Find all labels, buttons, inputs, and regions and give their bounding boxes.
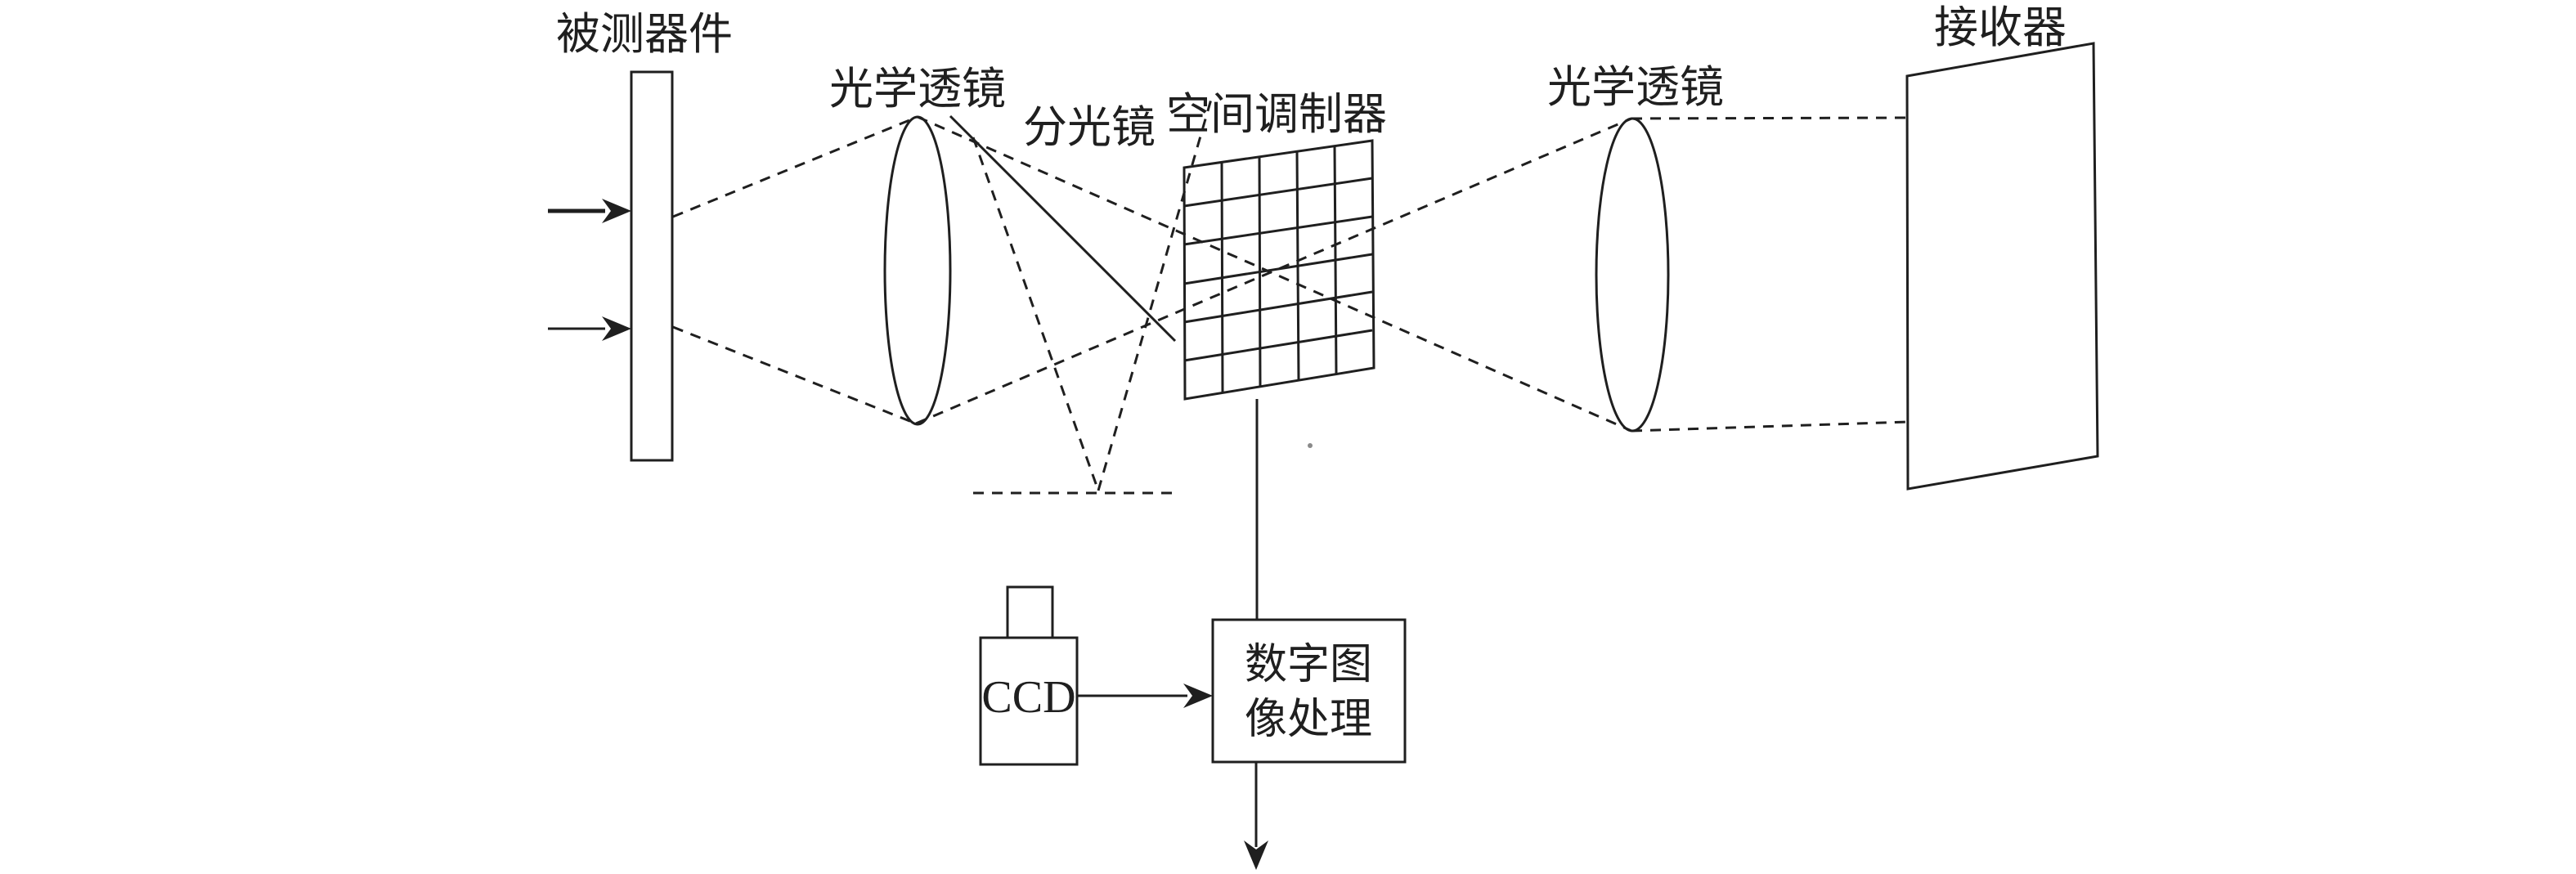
lens-left: 光学透镜 xyxy=(829,65,1006,426)
lens-left-ellipse xyxy=(883,115,952,426)
input-arrows xyxy=(548,199,631,341)
ray-device-to-lens1-bottom xyxy=(672,325,917,425)
receiver-screen xyxy=(1905,42,2099,491)
beam-splitter-line xyxy=(949,114,1177,343)
ccd-camera: CCD xyxy=(979,585,1079,766)
spatial-modulator-label: 空间调制器 xyxy=(1166,90,1387,139)
lens-left-label: 光学透镜 xyxy=(829,65,1006,114)
ray-device-to-lens1-top xyxy=(672,115,918,218)
receiver: 接收器 xyxy=(1905,3,2099,491)
spatial-modulator: 空间调制器 xyxy=(1166,90,1387,401)
ccd-camera-body xyxy=(979,636,1079,766)
processor-output-arrow xyxy=(1244,762,1268,870)
spatial-modulator-grid-rows xyxy=(1183,177,1373,362)
ccd-arrow-head-icon xyxy=(1183,684,1213,708)
receiver-label: 接收器 xyxy=(1934,3,2067,52)
beam-splitter-label: 分光镜 xyxy=(1023,103,1156,152)
ray-lens2-to-receiver-bottom xyxy=(1631,420,1908,433)
ray-lens1bottom-to-lens2top xyxy=(915,117,1632,425)
lens-right: 光学透镜 xyxy=(1547,63,1724,433)
image-processing-label-line1: 数字图 xyxy=(1245,642,1372,688)
ray-lens1top-to-lens2bottom xyxy=(917,115,1632,433)
light-rays xyxy=(672,96,1908,495)
artifact-dot xyxy=(1308,443,1313,448)
image-processing-label-line2: 像处理 xyxy=(1245,697,1372,743)
device-under-test-label: 被测器件 xyxy=(556,10,733,59)
ray-reflected-left xyxy=(972,137,1100,491)
image-processing-box: 数字图 像处理 xyxy=(1211,618,1407,764)
beam-splitter: 分光镜 xyxy=(949,103,1177,343)
ccd-camera-top xyxy=(1006,585,1054,639)
input-arrow-top-head-icon xyxy=(602,199,631,223)
ccd-label: CCD xyxy=(981,672,1075,723)
output-arrow-head-icon xyxy=(1244,840,1268,870)
image-processing-rect xyxy=(1211,618,1407,764)
device-under-test-slab xyxy=(630,70,674,462)
ray-reflected-right xyxy=(1097,96,1214,491)
input-arrow-bottom-head-icon xyxy=(602,316,631,341)
ccd-to-processor-arrow xyxy=(1077,684,1213,708)
lens-right-ellipse xyxy=(1595,117,1670,433)
device-under-test: 被测器件 xyxy=(556,10,733,462)
lens-right-label: 光学透镜 xyxy=(1547,63,1724,112)
ray-lens2-to-receiver-top xyxy=(1631,116,1908,120)
